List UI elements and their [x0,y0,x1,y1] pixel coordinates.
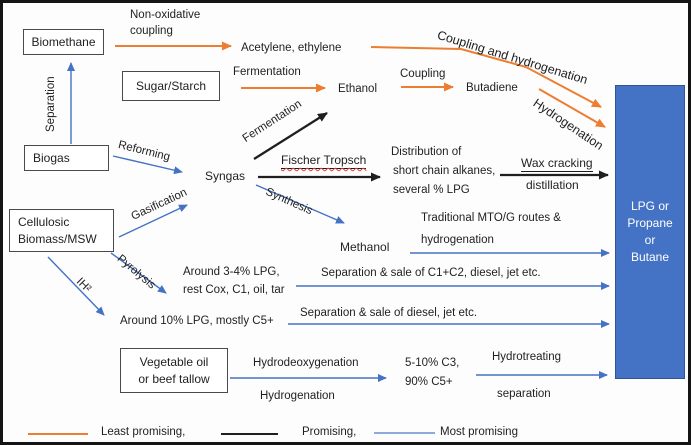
box-biogas-label: Biogas [33,150,70,165]
product-label-line4: Butane [630,250,670,264]
legend-label-least-promising: Least promising, [101,426,186,438]
label-separation-lower: separation [497,388,551,400]
node-butadiene: Butadiene [466,82,518,94]
label-fischer-tropsch-text: Fischer Tropsch [281,153,367,169]
label-fermentation-orange: Fermentation [233,66,301,78]
node-c3-line2: 90% C5+ [405,376,453,388]
node-distribution-line3: several % LPG [393,184,470,196]
node-lpg34-line1: Around 3-4% LPG, [183,266,280,278]
flow-arrows [47,41,610,382]
box-vegetable-oil: Vegetable oil or beef tallow [120,348,228,393]
arrow-syngas-synthesis-to-methanol [255,184,345,224]
arrow-cellulosic-ih2 [47,256,105,316]
label-non-oxidative: Non-oxidative [130,9,201,21]
label-hydrotreating: Hydrotreating [492,351,562,363]
label-coupling: Coupling [400,68,446,80]
node-ethanol: Ethanol [338,83,378,95]
node-distribution-line2: short chain alkanes, [393,165,496,177]
box-sugar-starch: Sugar/Starch [122,71,220,101]
label-separation-sale-diesel: Separation & sale of diesel, jet etc. [300,307,478,319]
legend-line-most-promising [374,432,435,434]
node-methanol: Methanol [340,240,390,254]
label-hydrogenation-blue: Hydrogenation [260,390,335,402]
arrow-butadiene-to-product [538,88,606,128]
box-vegetable-oil-label-line1: Vegetable oil [139,355,209,370]
label-distillation: distillation [526,178,579,192]
box-cellulosic-label-line1: Cellulosic [18,215,70,230]
label-separation-vertical: Separation [45,76,57,132]
box-sugar-starch-label: Sugar/Starch [135,78,207,93]
node-syngas: Syngas [205,169,246,183]
node-lpg10: Around 10% LPG, mostly C5+ [120,315,274,327]
box-cellulosic-biomass: Cellulosic Biomass/MSW [9,209,114,252]
label-fischer-tropsch: Fischer Tropsch [281,153,367,169]
box-biogas: Biogas [24,145,109,171]
box-cellulosic-label-line2: Biomass/MSW [18,231,97,246]
box-biomethane-label: Biomethane [31,34,96,49]
arrow-cellulosic-gasification-to-syngas [118,204,188,238]
legend-line-least-promising [28,433,88,435]
node-acetylene-ethylene: Acetylene, ethylene [241,42,342,54]
legend-line-promising [221,433,278,435]
arrow-biogas-reforming-to-syngas [112,155,183,175]
box-lpg-product: LPG or Propane or Butane [615,85,685,379]
box-biomethane: Biomethane [23,29,104,55]
legend-label-promising: Promising, [302,426,357,438]
label-hydrodeoxygenation: Hydrodeoxygenation [253,357,359,369]
node-c3-line1: 5-10% C3, [405,357,460,369]
product-label-line2: Propane [627,216,673,230]
label-mto-line1: Traditional MTO/G routes & [421,212,561,224]
legend-label-most-promising: Most promising [440,426,518,438]
arrow-acetylene-to-product [370,46,602,108]
label-mto-line2: hydrogenation [421,234,494,246]
label-wax-cracking-text: Wax cracking [521,156,593,172]
node-distribution-line1: Distribution of [391,146,462,158]
arrow-syngas-fermentation-to-ethanol [253,112,328,160]
label-wax-cracking: Wax cracking [521,156,593,172]
box-vegetable-oil-label-line2: or beef tallow [138,371,210,386]
label-separation-sale-c1c2: Separation & sale of C1+C2, diesel, jet … [321,267,541,279]
product-label-line1: LPG or [630,199,669,213]
label-non-oxidative-coupling: coupling [130,25,173,37]
product-label-line3: or [644,233,656,247]
node-lpg34-line2: rest Cox, C1, oil, tar [183,284,285,296]
arrow-cellulosic-pyrolysis [110,252,167,294]
